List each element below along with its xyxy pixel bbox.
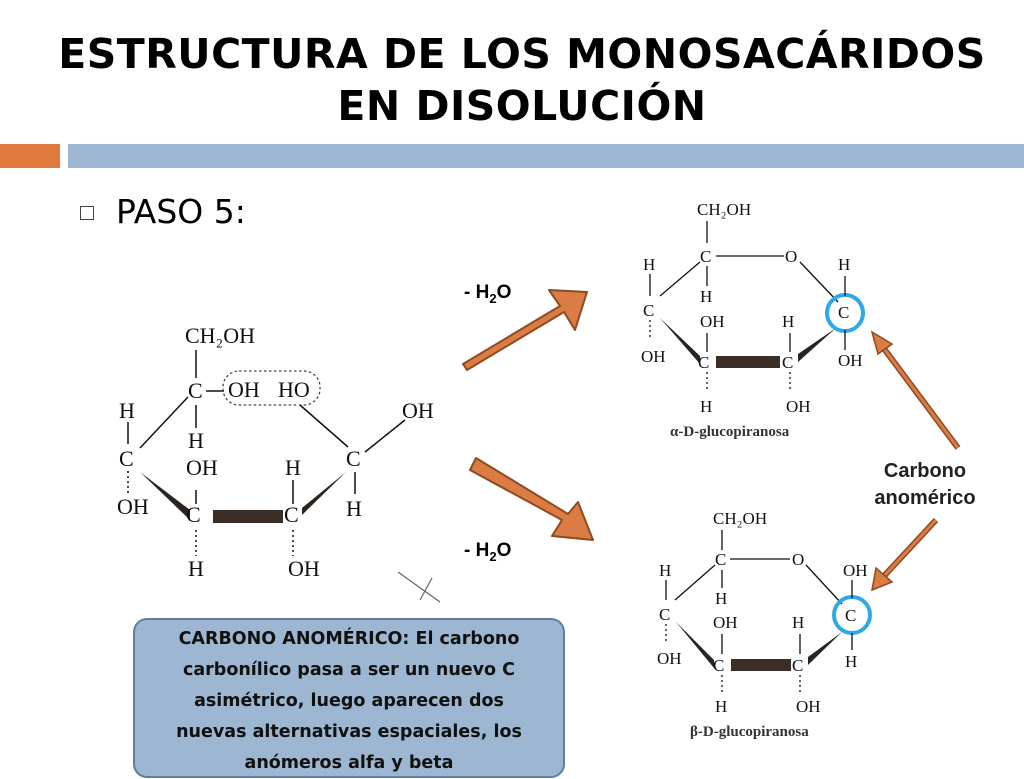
alpha-c5: C bbox=[700, 247, 711, 266]
beta-h2: H bbox=[792, 613, 804, 632]
hydroxyl-highlight bbox=[222, 370, 321, 406]
arrow-label-top-text: - H bbox=[464, 282, 490, 303]
beta-oh4: OH bbox=[657, 649, 682, 668]
alpha-h5: H bbox=[700, 287, 712, 306]
beta-ring-o: O bbox=[792, 550, 804, 569]
beta-ch2oh: CH₂OH bbox=[713, 509, 767, 528]
bullet-label: PASO 5: bbox=[116, 192, 246, 231]
alpha-ring-o: O bbox=[785, 247, 797, 266]
anomeric-carbon-label-line2: anomérico bbox=[874, 487, 976, 509]
note-line3: asimétrico, luego aparecen dos bbox=[194, 691, 504, 711]
alpha-c2: C bbox=[782, 353, 793, 372]
open-h3: H bbox=[188, 556, 204, 581]
open-oh3: OH bbox=[186, 455, 218, 480]
open-h1: H bbox=[346, 496, 362, 521]
note-line2: carbonílico pasa a ser un nuevo C bbox=[182, 660, 516, 680]
open-h4: H bbox=[119, 398, 135, 423]
reaction-arrow-up bbox=[462, 289, 588, 371]
open-c1: C bbox=[346, 446, 361, 471]
open-c3: C bbox=[186, 502, 201, 527]
beta-c5: C bbox=[715, 550, 726, 569]
open-h5: H bbox=[188, 428, 204, 453]
arrow-label-bottom-sub: 2 bbox=[489, 548, 497, 564]
alpha-caption: α-D-glucopiranosa bbox=[670, 424, 790, 440]
alpha-ch2oh: CH₂OH bbox=[697, 200, 751, 219]
arrow-label-top-suffix: O bbox=[496, 282, 512, 303]
beta-c1: C bbox=[845, 606, 856, 625]
anomeric-carbon-label-line1: Carbono bbox=[883, 460, 967, 482]
alpha-oh4: OH bbox=[641, 347, 666, 366]
alpha-oh1: OH bbox=[838, 351, 863, 370]
beta-c3: C bbox=[713, 656, 724, 675]
slide-title-line2: EN DISOLUCIÓN bbox=[337, 82, 707, 130]
alpha-oh2: OH bbox=[786, 397, 811, 416]
beta-c2: C bbox=[792, 656, 803, 675]
anomeric-carbon-note: CARBONO ANOMÉRICO: El carbono carbonílic… bbox=[133, 618, 565, 778]
alpha-c3: C bbox=[698, 353, 709, 372]
accent-bar-orange bbox=[0, 144, 60, 168]
arrow-label-bottom-suffix: O bbox=[496, 540, 512, 561]
beta-h5: H bbox=[715, 589, 727, 608]
open-h2: H bbox=[285, 455, 301, 480]
arrow-label-bottom: - H2O bbox=[464, 540, 511, 564]
open-c4: C bbox=[119, 446, 134, 471]
open-c5: C bbox=[188, 378, 203, 403]
alpha-oh3: OH bbox=[700, 312, 725, 331]
beta-glucopyranose-structure: CH₂OH C O H H C OH C C C OH H OH H H OH … bbox=[657, 509, 872, 740]
anomeric-carbon-label: Carbono anomérico bbox=[852, 458, 998, 512]
open-ch2oh: CH₂OH bbox=[185, 323, 255, 348]
open-c2: C bbox=[284, 502, 299, 527]
alpha-h2: H bbox=[782, 312, 794, 331]
open-chain-structure: CH₂OH C OH HO H H C OH C C C OH H OH H H… bbox=[117, 323, 441, 603]
beta-oh2: OH bbox=[796, 697, 821, 716]
note-line5: anómeros alfa y beta bbox=[244, 753, 454, 773]
beta-c4: C bbox=[659, 605, 670, 624]
arrow-label-top-sub: 2 bbox=[489, 290, 497, 306]
arrow-label-bottom-text: - H bbox=[464, 540, 490, 561]
open-oh2: OH bbox=[288, 556, 320, 581]
accent-bar-blue bbox=[68, 144, 1024, 168]
beta-h4: H bbox=[659, 561, 671, 580]
open-oh1: OH bbox=[402, 398, 434, 423]
slide-title-line1: ESTRUCTURA DE LOS MONOSACÁRIDOS bbox=[58, 30, 986, 78]
slide-title: ESTRUCTURA DE LOS MONOSACÁRIDOS EN DISOL… bbox=[40, 28, 1004, 132]
alpha-h4: H bbox=[643, 255, 655, 274]
alpha-h1: H bbox=[838, 255, 850, 274]
callout-arrow-alpha bbox=[870, 330, 961, 450]
note-line4: nuevas alternativas espaciales, los bbox=[176, 722, 522, 742]
open-oh4: OH bbox=[117, 494, 149, 519]
bullet-square-icon bbox=[80, 206, 94, 220]
beta-h1: H bbox=[845, 652, 857, 671]
open-oh5: OH bbox=[228, 377, 260, 402]
beta-oh1: OH bbox=[843, 561, 868, 580]
alpha-h3: H bbox=[700, 397, 712, 416]
alpha-c4: C bbox=[643, 301, 654, 320]
beta-caption: β-D-glucopiranosa bbox=[690, 724, 809, 740]
beta-h3: H bbox=[715, 697, 727, 716]
alpha-glucopyranose-structure: CH₂OH C O H H C OH C C C H OH OH H H OH … bbox=[641, 200, 865, 440]
note-line1: CARBONO ANOMÉRICO: El carbono bbox=[178, 629, 520, 649]
reaction-arrow-down bbox=[469, 457, 594, 541]
callout-arrow-beta bbox=[871, 517, 939, 592]
alpha-c1: C bbox=[838, 303, 849, 322]
open-ho1: HO bbox=[278, 377, 310, 402]
beta-oh3: OH bbox=[713, 613, 738, 632]
arrow-label-top: - H2O bbox=[464, 282, 511, 306]
